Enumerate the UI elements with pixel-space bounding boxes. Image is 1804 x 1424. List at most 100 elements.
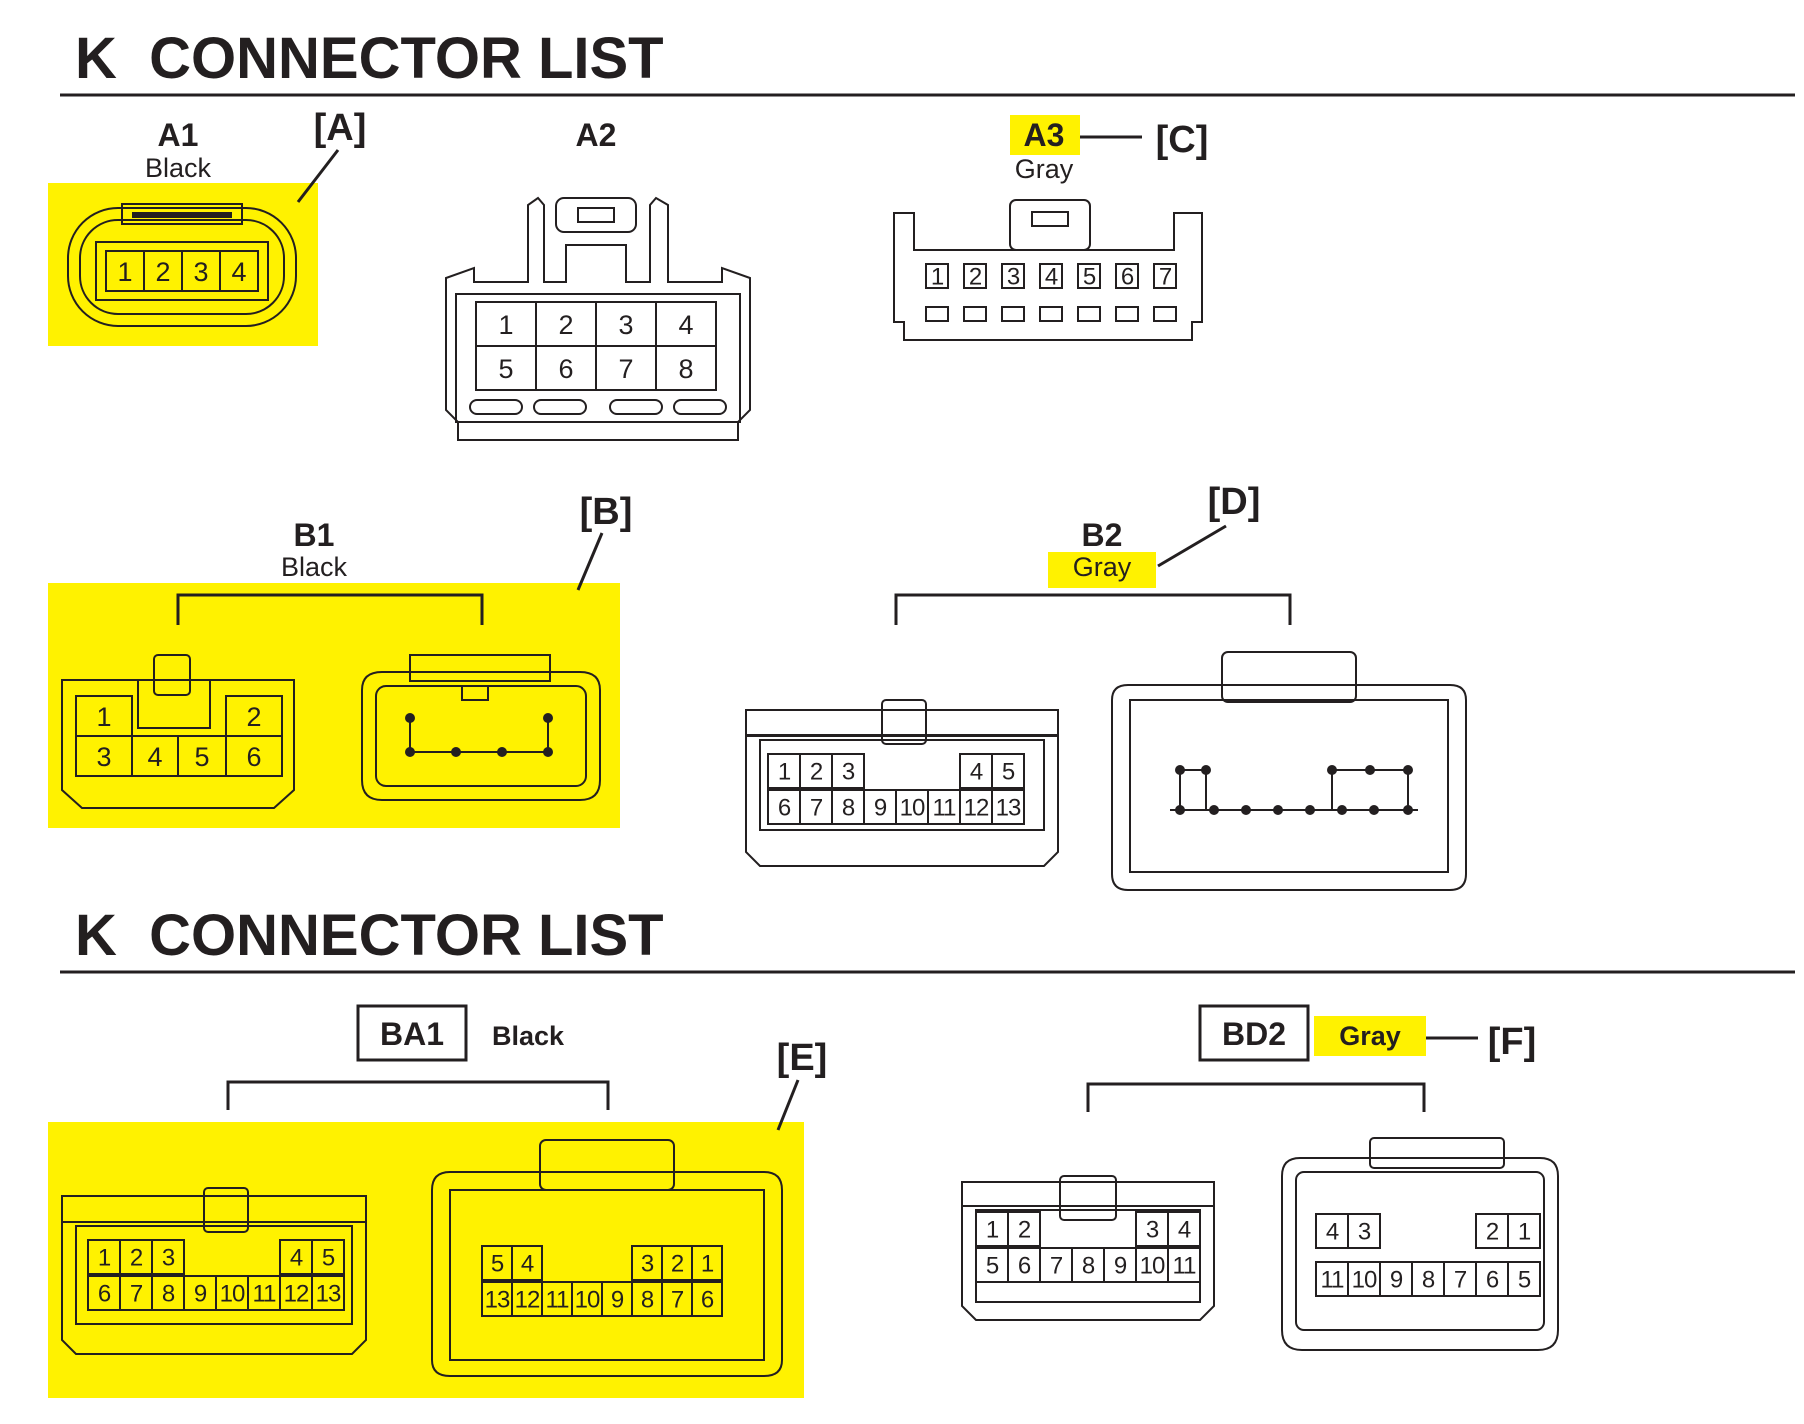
- a2-latch-slot: [577, 207, 615, 223]
- b1-female-latch: [153, 654, 191, 696]
- ba1-male-frame: [449, 1189, 765, 1361]
- b1-leader: [576, 532, 604, 591]
- pin-number: 9: [611, 1287, 624, 1314]
- pin-number: 5: [1518, 1267, 1531, 1294]
- a1-latch: [121, 203, 243, 225]
- pin-number: 2: [1018, 1217, 1031, 1244]
- a2-bottom-slots: [469, 399, 727, 415]
- ba1-tag: [E]: [777, 1037, 828, 1079]
- pin-number: 9: [874, 795, 887, 822]
- pin-cell: [1007, 1211, 1041, 1247]
- pin-number: 2: [558, 310, 573, 340]
- b2-male-latch: [1221, 651, 1357, 703]
- pin-cell: [691, 1281, 723, 1317]
- pin-cell: [311, 1275, 345, 1311]
- terminal-tooth: [1115, 306, 1139, 322]
- pin-number: 1: [498, 310, 513, 340]
- pin-number: 5: [194, 742, 209, 772]
- pin-number: 5: [491, 1251, 504, 1278]
- pin-cell: [991, 789, 1025, 825]
- pin-number: 5: [1002, 759, 1015, 786]
- b1-code: B1: [294, 517, 335, 553]
- highlight-ba1: [48, 1122, 804, 1398]
- ba1-bracket: [226, 1080, 610, 1110]
- pin-cell: [991, 753, 1025, 789]
- pin-number: 9: [194, 1281, 207, 1308]
- pin-cell: [1153, 263, 1177, 289]
- a2-code: A2: [576, 117, 617, 153]
- pin-number: 5: [498, 354, 513, 384]
- pin-number: 4: [521, 1251, 534, 1278]
- pin-number: 7: [810, 795, 823, 822]
- pin-cell: [1167, 1247, 1201, 1283]
- b2-male-frame: [1129, 699, 1449, 873]
- a3-code: A3: [1024, 117, 1065, 153]
- b2-bracket: [894, 593, 1292, 625]
- bd2-tag: [F]: [1488, 1021, 1537, 1063]
- pin-number: 2: [246, 702, 261, 732]
- pin-number: 12: [964, 795, 989, 822]
- pin-number: 13: [996, 795, 1021, 822]
- section-title: K CONNECTOR LIST: [75, 26, 664, 91]
- terminal-tooth: [1039, 306, 1063, 322]
- pin-number: 6: [1486, 1267, 1499, 1294]
- ba1-code: BA1: [380, 1016, 444, 1052]
- pin-number: 13: [485, 1287, 510, 1314]
- a3-tag: [C]: [1156, 119, 1209, 161]
- pin-number: 6: [1018, 1253, 1031, 1280]
- bd2-code: BD2: [1222, 1016, 1286, 1052]
- pin-number: 8: [842, 795, 855, 822]
- a1-latch-bar: [132, 212, 232, 218]
- pin-number: 5: [1083, 264, 1096, 291]
- pin-number: 3: [641, 1251, 654, 1278]
- pin-cell: [1507, 1213, 1541, 1249]
- b1-male-housing: [361, 671, 601, 801]
- pin-number: 2: [671, 1251, 684, 1278]
- pin-number: 5: [322, 1245, 335, 1272]
- pin-cell: [1167, 1211, 1201, 1247]
- ba1-female-top: [61, 1195, 367, 1223]
- pin-number: 11: [1321, 1267, 1345, 1294]
- highlight-b1: [48, 583, 620, 828]
- pin-number: 2: [1486, 1219, 1499, 1246]
- pin-number: 3: [618, 310, 633, 340]
- a1-tag: [A]: [314, 107, 367, 149]
- bd2-bracket: [1086, 1082, 1426, 1112]
- pin-number: 7: [671, 1287, 684, 1314]
- pin-number: 8: [678, 354, 693, 384]
- pin-number: 5: [986, 1253, 999, 1280]
- pin-cell: [1115, 263, 1139, 289]
- highlight-bd2: [1314, 1016, 1426, 1056]
- pin-cell: [655, 345, 717, 391]
- pin-number: 8: [1082, 1253, 1095, 1280]
- pin-cell: [831, 753, 865, 789]
- pin-number: 4: [1045, 264, 1058, 291]
- a1-leader: [296, 149, 340, 203]
- a3-color: Gray: [1015, 154, 1074, 184]
- highlight-a3: [1010, 115, 1080, 155]
- pin-number: 10: [1352, 1267, 1377, 1294]
- pin-number: 4: [290, 1245, 303, 1272]
- b2-male-housing: [1111, 684, 1467, 891]
- terminal-tooth: [1153, 306, 1177, 322]
- pin-number: 7: [130, 1281, 143, 1308]
- a3-latch: [1009, 199, 1091, 251]
- pin-number: 8: [1422, 1267, 1435, 1294]
- pin-number: 8: [162, 1281, 175, 1308]
- pin-number: 2: [969, 264, 982, 291]
- pin-number: 6: [1121, 264, 1134, 291]
- pin-number: 1: [986, 1217, 999, 1244]
- terminal-tooth: [963, 306, 987, 322]
- pin-number: 6: [701, 1287, 714, 1314]
